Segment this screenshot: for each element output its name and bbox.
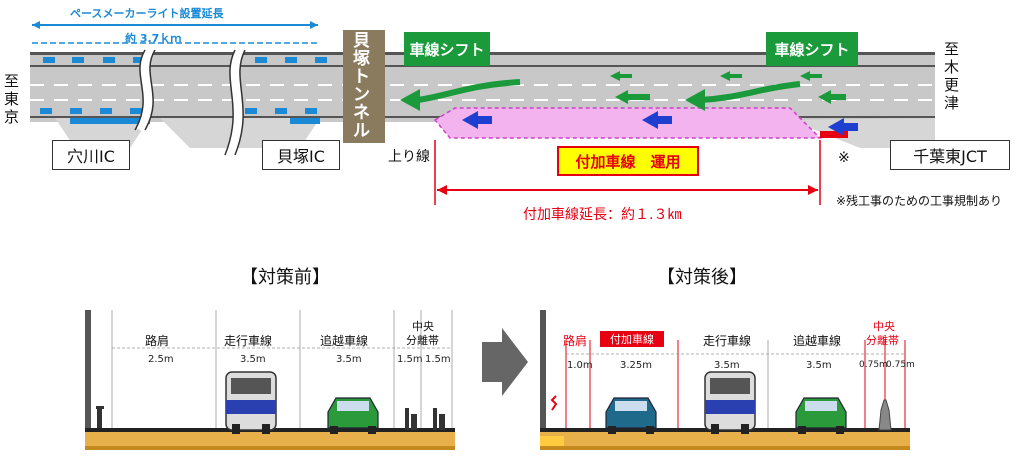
before-label-driving-lane: 走行車線 xyxy=(224,334,273,348)
after-section xyxy=(540,310,910,450)
aux-lane xyxy=(433,107,822,139)
after-label-shoulder: 路肩 xyxy=(563,334,588,348)
after-bus xyxy=(704,371,756,434)
traffic-arrows-green xyxy=(400,71,846,111)
aux-lane-length-label: 付加車線延長：約１.３㎞ xyxy=(523,207,682,223)
after-width-shoulder: 1.0m xyxy=(567,360,593,371)
after-label-driving-lane: 走行車線 xyxy=(703,334,752,348)
before-car xyxy=(327,397,379,434)
after-label-median-2: 分離帯 xyxy=(866,334,899,347)
after-label-median-1: 中央 xyxy=(873,320,895,333)
lane-shift-label-2: 車線シフト xyxy=(766,32,858,66)
tunnel-label: 貝 塚 ト ン ネ ル xyxy=(353,31,370,141)
after-width-aux: 3.25m xyxy=(620,360,653,371)
after-title: 【対策後】 xyxy=(657,267,747,288)
ic-kaizuka-label: 貝塚IC xyxy=(262,140,340,170)
before-width-median-1: 1.5m xyxy=(397,354,423,365)
after-label-aux-lane: 付加車線 xyxy=(600,331,664,347)
transition-arrow xyxy=(482,328,528,396)
before-width-median-2: 1.5m xyxy=(425,354,451,365)
tunnel-block xyxy=(343,30,385,143)
before-label-passing-lane: 追越車線 xyxy=(320,334,369,348)
before-label-median-1: 中央 xyxy=(412,320,434,333)
before-section xyxy=(85,310,455,450)
ic-anagawa-label: 穴川IC xyxy=(52,140,130,170)
jct-label: 千葉東JCT xyxy=(890,140,1010,170)
aux-lane-operation-label: 付加車線 運用 xyxy=(557,146,699,176)
after-width-median-2: 0.75m xyxy=(886,360,915,370)
pacemaker-length: 約 3.7ｋｍ xyxy=(125,32,182,45)
inbound-label: 上り線 xyxy=(388,149,430,165)
after-width-driving: 3.5m xyxy=(714,360,740,371)
to-tokyo-label: 至 東 京 xyxy=(4,72,20,126)
traffic-arrows-blue xyxy=(462,111,858,136)
after-width-passing: 3.5m xyxy=(806,360,832,371)
before-width-shoulder: 2.5m xyxy=(148,354,174,365)
after-car-blue xyxy=(605,397,657,434)
asterisk-mark: ※ xyxy=(838,150,850,166)
aux-length-dimension xyxy=(434,140,821,205)
pacemaker-dimension xyxy=(32,21,318,44)
after-car-green xyxy=(795,397,847,434)
after-label-passing-lane: 追越車線 xyxy=(793,334,842,348)
before-width-passing: 3.5m xyxy=(336,354,362,365)
before-bus xyxy=(225,371,277,434)
construction-note: ※残工事のための工事規制あり xyxy=(836,194,1003,208)
before-label-median-2: 分離帯 xyxy=(406,334,439,347)
before-width-driving: 3.5m xyxy=(240,354,266,365)
before-label-shoulder: 路肩 xyxy=(145,334,170,348)
to-kisarazu-label: 至 木 更 津 xyxy=(944,40,960,112)
pacemaker-lights xyxy=(40,57,327,114)
cross-sections xyxy=(85,310,910,450)
before-title: 【対策前】 xyxy=(240,267,330,288)
after-width-median-1: 0.75m xyxy=(859,360,888,370)
lane-shift-label-1: 車線シフト xyxy=(404,32,490,66)
after-median-barrier xyxy=(878,399,892,431)
before-median xyxy=(405,408,445,430)
pacemaker-label: ペースメーカーライト設置延長 xyxy=(70,7,224,20)
